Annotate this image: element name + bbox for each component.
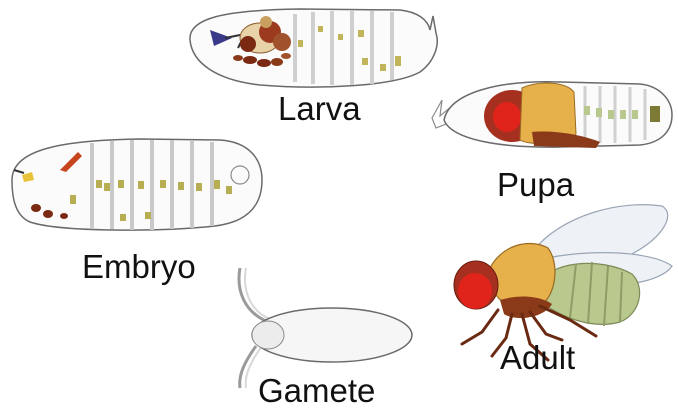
adult-fly-illustration (454, 205, 672, 360)
embryo-label: Embryo (82, 250, 196, 283)
pupa-illustration (432, 82, 672, 148)
gamete-label: Gamete (258, 374, 375, 407)
pupa-label: Pupa (497, 168, 574, 201)
adult-label: Adult (500, 341, 575, 374)
embryo-illustration (12, 139, 262, 230)
larva-label: Larva (278, 92, 361, 125)
gamete-illustration (239, 268, 412, 388)
larva-illustration (190, 9, 437, 87)
